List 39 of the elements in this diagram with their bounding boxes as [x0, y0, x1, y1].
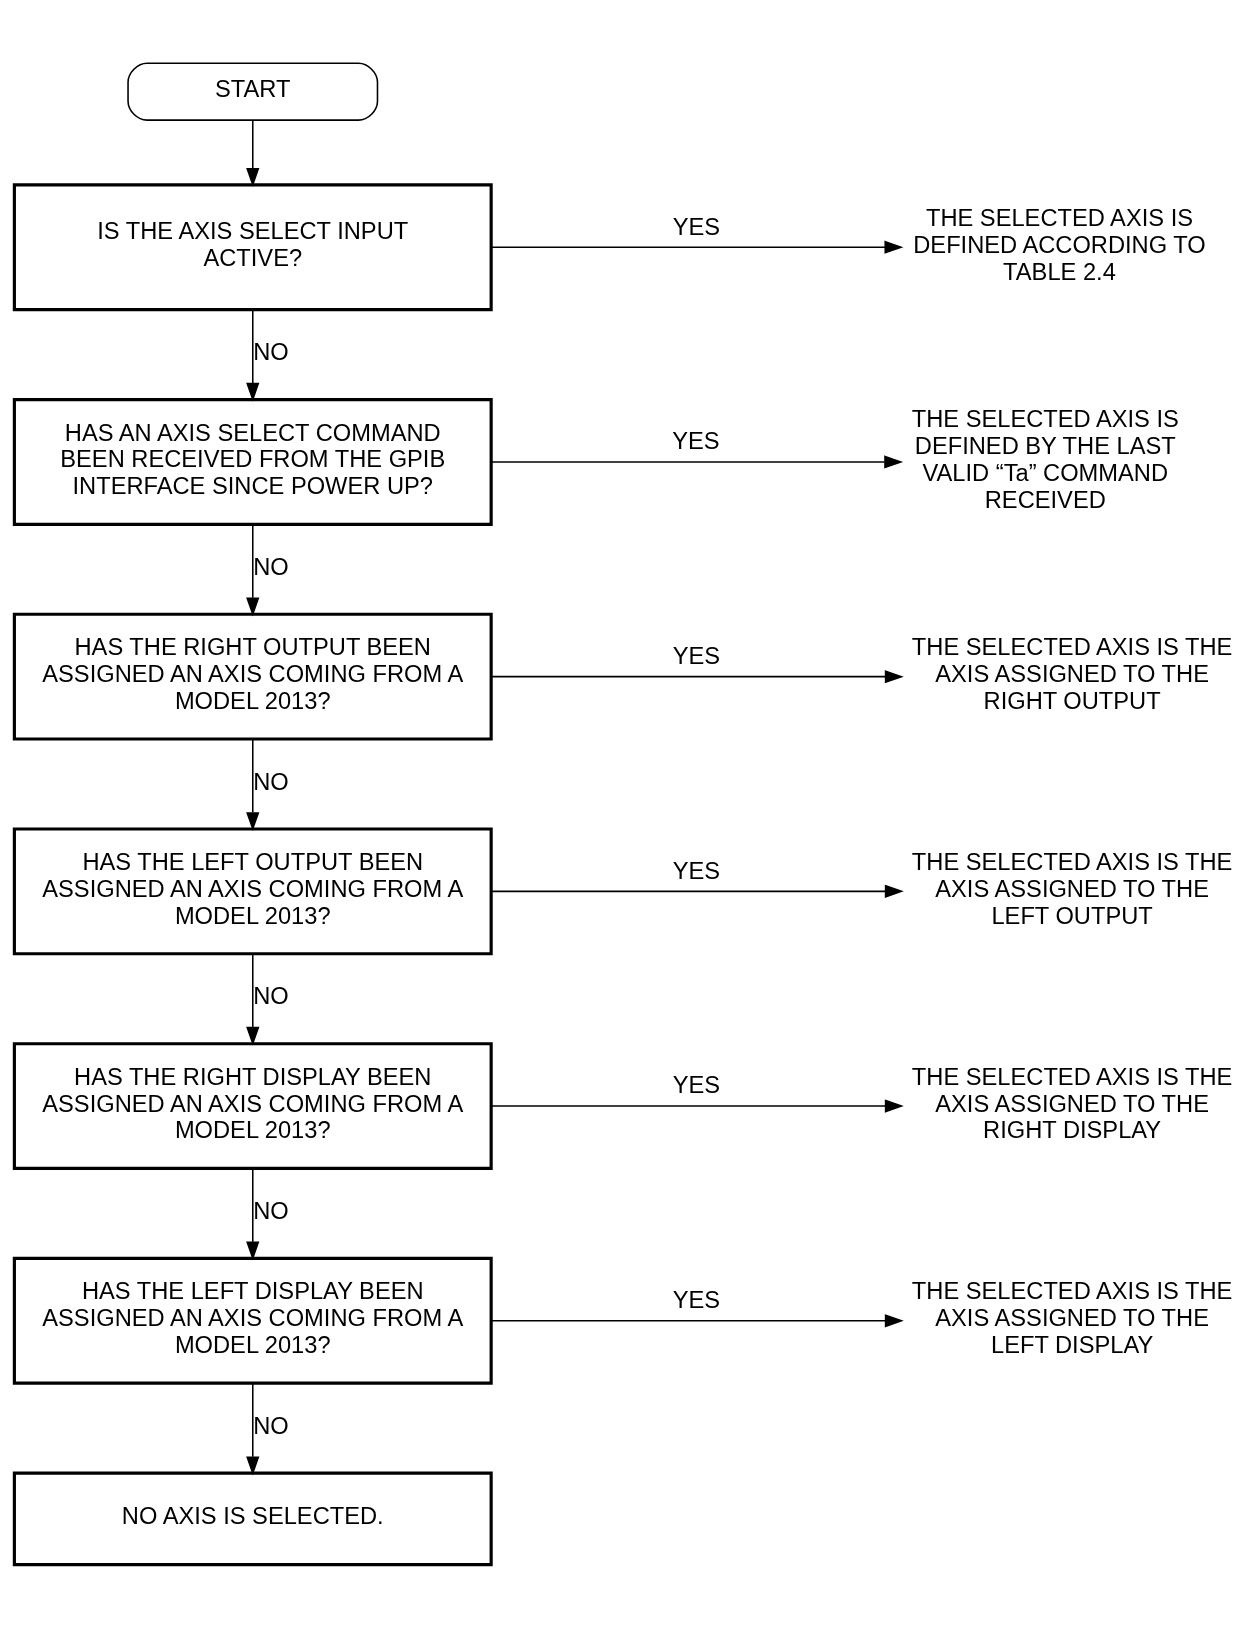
arrow [246, 738, 260, 832]
arrow [490, 1099, 904, 1113]
edge-label: YES [672, 428, 720, 455]
arrow [246, 1382, 260, 1476]
edge-label: NO [253, 983, 289, 1010]
node-box: HAS THE RIGHT DISPLAY BEEN ASSIGNED AN AXIS COMING FROM A MODEL 2013? [12, 1042, 493, 1170]
node-text: THE SELECTED AXIS IS THE AXIS ASSIGNED TO THE RIGHT OUTPUT [911, 634, 1233, 715]
node-box: NO AXIS IS SELECTED. [12, 1471, 493, 1567]
edge-label: NO [253, 1412, 289, 1439]
arrow [490, 455, 904, 469]
node-box: START [127, 62, 379, 121]
node-text: THE SELECTED AXIS IS THE AXIS ASSIGNED TO THE LEFT OUTPUT [911, 849, 1233, 929]
node-text: THE SELECTED AXIS IS DEFINED BY THE LAST VALID “Ta” COMMAND RECEIVED [911, 406, 1179, 513]
arrow [490, 670, 904, 684]
arrow [246, 1168, 260, 1261]
edge-label: NO [253, 339, 289, 366]
edge-label: YES [672, 213, 721, 240]
edge-label: NO [253, 553, 289, 580]
node-box: HAS THE LEFT OUTPUT BEEN ASSIGNED AN AXIS COMING FROM A MODEL 2013? [12, 827, 493, 956]
arrow [246, 309, 260, 402]
arrow [490, 884, 904, 898]
edge-label: YES [672, 643, 721, 670]
node-text: THE SELECTED AXIS IS THE AXIS ASSIGNED TO THE RIGHT DISPLAY [911, 1063, 1233, 1144]
node-box: HAS THE RIGHT OUTPUT BEEN ASSIGNED AN AXIS COMING FROM A MODEL 2013? [12, 612, 493, 741]
edge-label: YES [672, 857, 721, 884]
arrow [246, 523, 260, 617]
node-text: THE SELECTED AXIS IS DEFINED ACCORDING TO TABLE 2.4 [913, 204, 1206, 285]
edge-label: YES [672, 1072, 721, 1099]
arrow [246, 119, 260, 187]
node-text: THE SELECTED AXIS IS THE AXIS ASSIGNED TO THE LEFT DISPLAY [911, 1278, 1233, 1359]
edge-label: YES [672, 1287, 721, 1314]
node-box: HAS THE LEFT DISPLAY BEEN ASSIGNED AN AXIS COMING FROM A MODEL 2013? [12, 1256, 493, 1385]
node-box: HAS AN AXIS SELECT COMMAND BEEN RECEIVED FROM THE GPIB INTERFACE SINCE POWER UP? [12, 398, 493, 526]
edge-label: NO [253, 1197, 289, 1224]
arrow [490, 240, 904, 254]
arrow [246, 953, 260, 1046]
arrow [490, 1314, 904, 1328]
node-box: IS THE AXIS SELECT INPUT ACTIVE? [12, 183, 493, 312]
edge-label: NO [253, 768, 289, 795]
